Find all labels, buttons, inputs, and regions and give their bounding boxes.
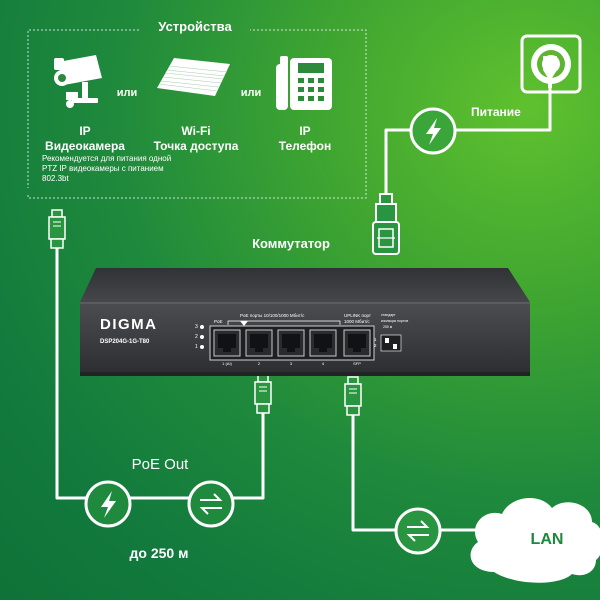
camera-label-line1: IP <box>79 124 91 138</box>
power-circle <box>409 107 457 155</box>
poe-out-cable-line <box>55 248 265 500</box>
camera-recommendation-note: Рекомендуется для питания одной PTZ IP в… <box>42 154 172 183</box>
port-label-4: 4 <box>321 361 325 366</box>
model-label: DSP204G-1G-T80 <box>100 339 150 345</box>
led-label-3: 3 <box>195 324 198 330</box>
phone-label-line1: IP <box>299 124 311 138</box>
poe-power-circle <box>84 480 132 528</box>
uplink-label-2: 1000 Мбит/с <box>344 319 370 324</box>
lan-label: LAN <box>530 531 564 548</box>
mode-label-2: изоляция портов <box>381 319 409 323</box>
camera-label-line2: Видеокамера <box>45 139 125 153</box>
lightning-icon <box>426 118 441 145</box>
port-label-3: 3 <box>289 361 293 366</box>
led-label-2: 2 <box>195 334 198 340</box>
devices-box <box>27 29 367 199</box>
poe-data-circle <box>187 480 235 528</box>
poe-tag: PoE <box>214 319 223 324</box>
switch-title: Коммутатор <box>252 236 330 251</box>
power-connector <box>372 193 400 255</box>
poe-ports-label: PoE порты 10/100/1000 Мбит/с <box>240 313 305 318</box>
phone-label-line2: Телефон <box>278 139 332 153</box>
devices-title: Устройства <box>158 19 232 34</box>
switch-device <box>80 268 530 376</box>
or-label-2: или <box>240 87 262 99</box>
poe-out-label: PoE Out <box>131 456 189 473</box>
security-camera-icon <box>54 55 102 108</box>
access-point-label-line1: Wi-Fi <box>181 124 211 138</box>
lightning-icon <box>101 491 116 518</box>
port-label-2: 2 <box>257 361 261 366</box>
mode-label-1: стандарт <box>381 313 396 317</box>
rj45-plug-camera <box>48 209 66 249</box>
lan-cable-line <box>351 398 488 532</box>
wifi-access-point-icon <box>157 58 230 96</box>
uplink-label-1: UPLINK порт <box>344 313 371 318</box>
brand-logo: DIGMA <box>100 316 158 333</box>
port-label-sfp: SFP <box>353 361 361 366</box>
power-label: Питание <box>471 105 521 119</box>
dip-label-2: 2 <box>374 343 377 348</box>
cloud-icon <box>470 497 600 583</box>
rj45-plug-uplink <box>344 376 362 416</box>
access-point-label-line2: Точка доступа <box>153 139 239 153</box>
data-exchange-arrows-icon <box>406 520 430 542</box>
connection-lines <box>55 88 552 532</box>
data-exchange-arrows-icon <box>199 493 223 515</box>
power-plug-icon <box>543 56 557 88</box>
power-cable-line <box>384 88 552 198</box>
or-label-1: или <box>116 87 138 99</box>
dip-label-1: 1 <box>374 337 377 342</box>
ip-phone-icon <box>276 56 332 110</box>
lan-data-circle <box>394 507 442 555</box>
rj45-plug-poe-port <box>254 374 272 414</box>
port-label-1: 1 (AI) <box>222 361 232 366</box>
mode-label-3: 250 м <box>383 325 393 329</box>
distance-label: до 250 м <box>129 545 189 561</box>
led-label-1: 1 <box>195 344 198 350</box>
